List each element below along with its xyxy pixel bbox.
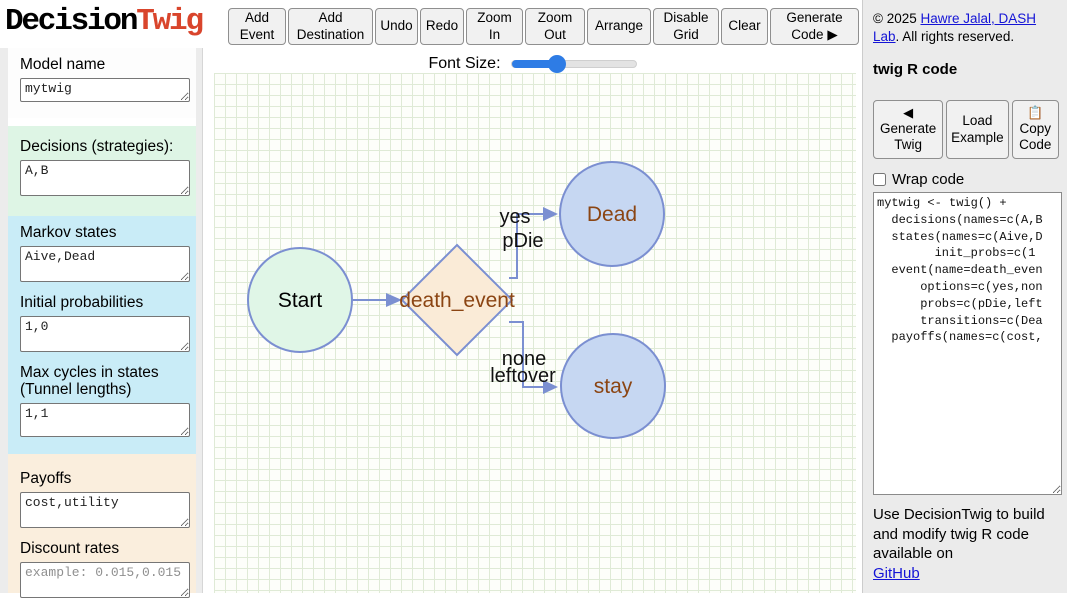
edge-death-event-to-stay (509, 321, 558, 394)
decisions-input[interactable]: A,B (20, 159, 190, 196)
zoom-in-button[interactable]: Zoom In (466, 8, 523, 45)
toolbar: Add Event Add Destination Undo Redo Zoom… (228, 8, 859, 45)
initial-probabilities-input[interactable]: 1,0 (20, 315, 190, 352)
load-example-button[interactable]: Load Example (946, 100, 1009, 160)
twig-r-code-heading: twig R code (873, 61, 958, 79)
logo-text-decision: Decision (5, 4, 138, 39)
author-link[interactable]: Hawre Jalal, DASH Lab (873, 11, 1037, 44)
right-panel: © 2025 Hawre Jalal, DASH Lab. All rights… (862, 0, 1067, 593)
sidebar: Model name mytwig Decisions (strategies)… (8, 48, 196, 598)
wrap-code-row: Wrap code (873, 171, 1059, 188)
edge-label-none: none (502, 348, 547, 370)
discount-rates-label: Discount rates (20, 539, 120, 557)
arrowhead-icon (543, 207, 558, 221)
clear-button[interactable]: Clear (721, 8, 768, 45)
section-markov: Markov states Aive,Dead Initial probabil… (8, 216, 196, 454)
wrap-code-checkbox[interactable] (873, 173, 886, 187)
sidebar-rail: Model name mytwig Decisions (strategies)… (0, 48, 203, 598)
section-model-name: Model name mytwig (8, 48, 196, 118)
edge-death-event-to-dead (509, 207, 558, 279)
left-column: DecisionTwig Model name mytwig Decisions… (0, 0, 204, 598)
font-size-label: Font Size: (428, 55, 501, 72)
zoom-out-button[interactable]: Zoom Out (525, 8, 585, 45)
node-dead-label: Dead (587, 203, 637, 226)
discount-rates-input[interactable] (20, 561, 190, 598)
edge-label-yes: yes (499, 206, 530, 228)
add-destination-button[interactable]: Add Destination (288, 8, 373, 45)
model-name-input[interactable]: mytwig (20, 77, 190, 102)
center-column: Add Event Add Destination Undo Redo Zoom… (203, 0, 862, 593)
font-size-slider[interactable] (510, 55, 637, 73)
arrowhead-icon (543, 380, 558, 394)
payoffs-input[interactable]: cost,utility (20, 491, 190, 528)
undo-button[interactable]: Undo (375, 8, 418, 45)
markov-states-label: Markov states (20, 224, 117, 241)
twig-code-textarea[interactable]: mytwig <- twig() + decisions(names=c(A,B… (873, 192, 1062, 496)
diagram-grid-canvas[interactable]: Start death_event Dead stay yes pDie non… (214, 73, 856, 593)
arrange-button[interactable]: Arrange (587, 8, 651, 45)
copy-code-button[interactable]: 📋 Copy Code (1011, 100, 1060, 160)
edge-start-to-death-event (353, 293, 402, 307)
github-link[interactable]: GitHub (873, 564, 920, 582)
app-logo: DecisionTwig (5, 4, 204, 39)
disable-grid-button[interactable]: Disable Grid (653, 8, 719, 45)
node-death-event[interactable] (400, 243, 514, 357)
model-name-label: Model name (20, 56, 106, 73)
max-cycles-label: Max cycles in states (Tunnel lengths) (20, 363, 159, 399)
wrap-code-label: Wrap code (892, 171, 965, 189)
markov-states-input[interactable]: Aive,Dead (20, 245, 190, 282)
back-triangle-icon: ◀ (903, 104, 914, 120)
initial-probabilities-label: Initial probabilities (20, 293, 144, 311)
add-event-button[interactable]: Add Event (228, 8, 286, 45)
generate-twig-button[interactable]: ◀ Generate Twig (873, 100, 944, 160)
generate-code-button[interactable]: Generate Code ▶ (770, 8, 859, 45)
logo-text-twig: Twig (136, 4, 204, 39)
font-size-row: Font Size: (203, 52, 862, 76)
font-size-slider-thumb[interactable] (547, 55, 566, 73)
edge-label-leftover: leftover (490, 365, 556, 387)
code-actions: ◀ Generate Twig Load Example 📋 Copy Code (873, 100, 1060, 160)
node-start-label: Start (278, 289, 323, 312)
redo-button[interactable]: Redo (420, 8, 464, 45)
payoffs-label: Payoffs (20, 470, 72, 487)
section-payoffs: Payoffs cost,utility Discount rates (8, 454, 196, 598)
section-decisions: Decisions (strategies): A,B (8, 126, 196, 216)
decisions-label: Decisions (strategies): (20, 138, 174, 155)
arrowhead-icon (386, 293, 402, 307)
node-start[interactable] (247, 247, 353, 353)
node-dead[interactable] (559, 161, 665, 267)
max-cycles-input[interactable]: 1,1 (20, 403, 190, 438)
node-stay-label: stay (594, 375, 633, 398)
footer-note: Use DecisionTwig to build and modify twi… (873, 506, 1045, 582)
edge-label-pdie: pDie (502, 230, 543, 252)
clipboard-icon: 📋 (1027, 104, 1044, 120)
diagram-canvas: Start death_event Dead stay yes pDie non… (247, 161, 666, 439)
copyright-text: © 2025 Hawre Jalal, DASH Lab. All rights… (873, 11, 1037, 44)
node-stay[interactable] (560, 333, 666, 439)
node-death-event-label: death_event (399, 289, 515, 312)
